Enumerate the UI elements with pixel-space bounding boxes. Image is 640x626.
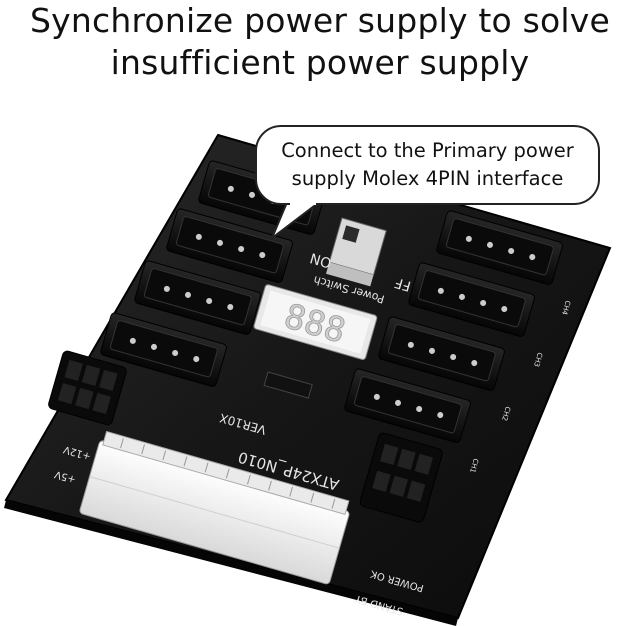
switch-on-label: ON: [308, 249, 333, 270]
molex-connector: [100, 312, 227, 387]
pcie-6pin-connector: [48, 350, 127, 426]
ic-chip: [263, 371, 313, 399]
ch-label: CH3: [532, 351, 544, 367]
molex-connector: [408, 262, 535, 337]
callout-line-1: Connect to the Primary power: [281, 139, 574, 162]
power-switch: [326, 217, 387, 287]
pcie-6pin-connector: [359, 432, 443, 523]
callout-line-2: supply Molex 4PIN interface: [291, 167, 564, 190]
ch-label: CH2: [500, 405, 512, 421]
pcb-edge: [4, 500, 458, 626]
callout-pointer-seam: [290, 201, 316, 205]
switch-off-label: FF: [393, 274, 413, 294]
molex-connector: [166, 208, 293, 283]
molex-connector: [436, 210, 563, 285]
ch-label: CH1: [468, 457, 480, 473]
molex-connector: [378, 316, 505, 391]
headline-line-2: insufficient power supply: [110, 43, 530, 82]
atx-24pin-connector: [79, 430, 350, 585]
ch-label: CH4: [560, 299, 572, 316]
headline: Synchronize power supply to solve insuff…: [0, 0, 640, 84]
callout-bubble: Connect to the Primary power supply Mole…: [255, 125, 600, 205]
molex-connector: [134, 260, 261, 335]
molex-connector: [344, 368, 471, 443]
headline-line-1: Synchronize power supply to solve: [30, 1, 610, 40]
seven-segment-display: 888: [253, 284, 378, 360]
